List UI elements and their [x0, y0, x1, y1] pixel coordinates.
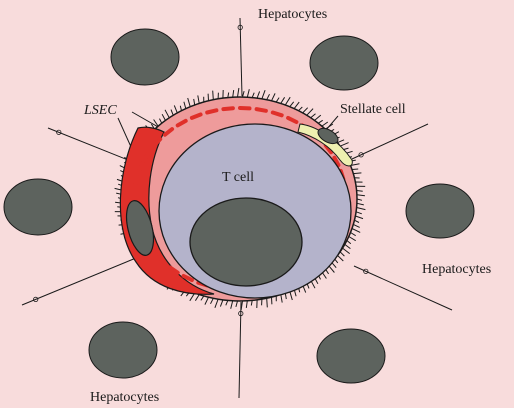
stellate-cell-label: Stellate cell [340, 103, 406, 117]
lsec-organelle [135, 177, 137, 185]
hepatocyte-nucleus [406, 184, 474, 238]
hepatocyte-nucleus [310, 36, 378, 90]
sinusoid [115, 88, 366, 310]
hepatocyte-nucleus [111, 29, 179, 85]
lsec-organelle [207, 110, 216, 112]
lsec-organelle [257, 109, 266, 111]
t-cell-nucleus [190, 198, 302, 286]
hepatocyte-nucleus [317, 329, 385, 383]
lsec-organelle [273, 113, 282, 116]
process-lower-left [22, 258, 136, 305]
t-cell-label: T cell [222, 171, 254, 185]
lsec-organelle [223, 108, 233, 109]
lsec-label: LSEC [84, 104, 117, 118]
hepatocytes-label-right: Hepatocytes [422, 263, 491, 277]
hepatocytes-label-top: Hepatocytes [258, 8, 327, 22]
hepatocytes-label-bottom: Hepatocytes [90, 391, 159, 405]
process-bottom [239, 302, 241, 398]
hepatocyte-nucleus [89, 322, 157, 378]
hepatocyte-nucleus [4, 179, 72, 235]
